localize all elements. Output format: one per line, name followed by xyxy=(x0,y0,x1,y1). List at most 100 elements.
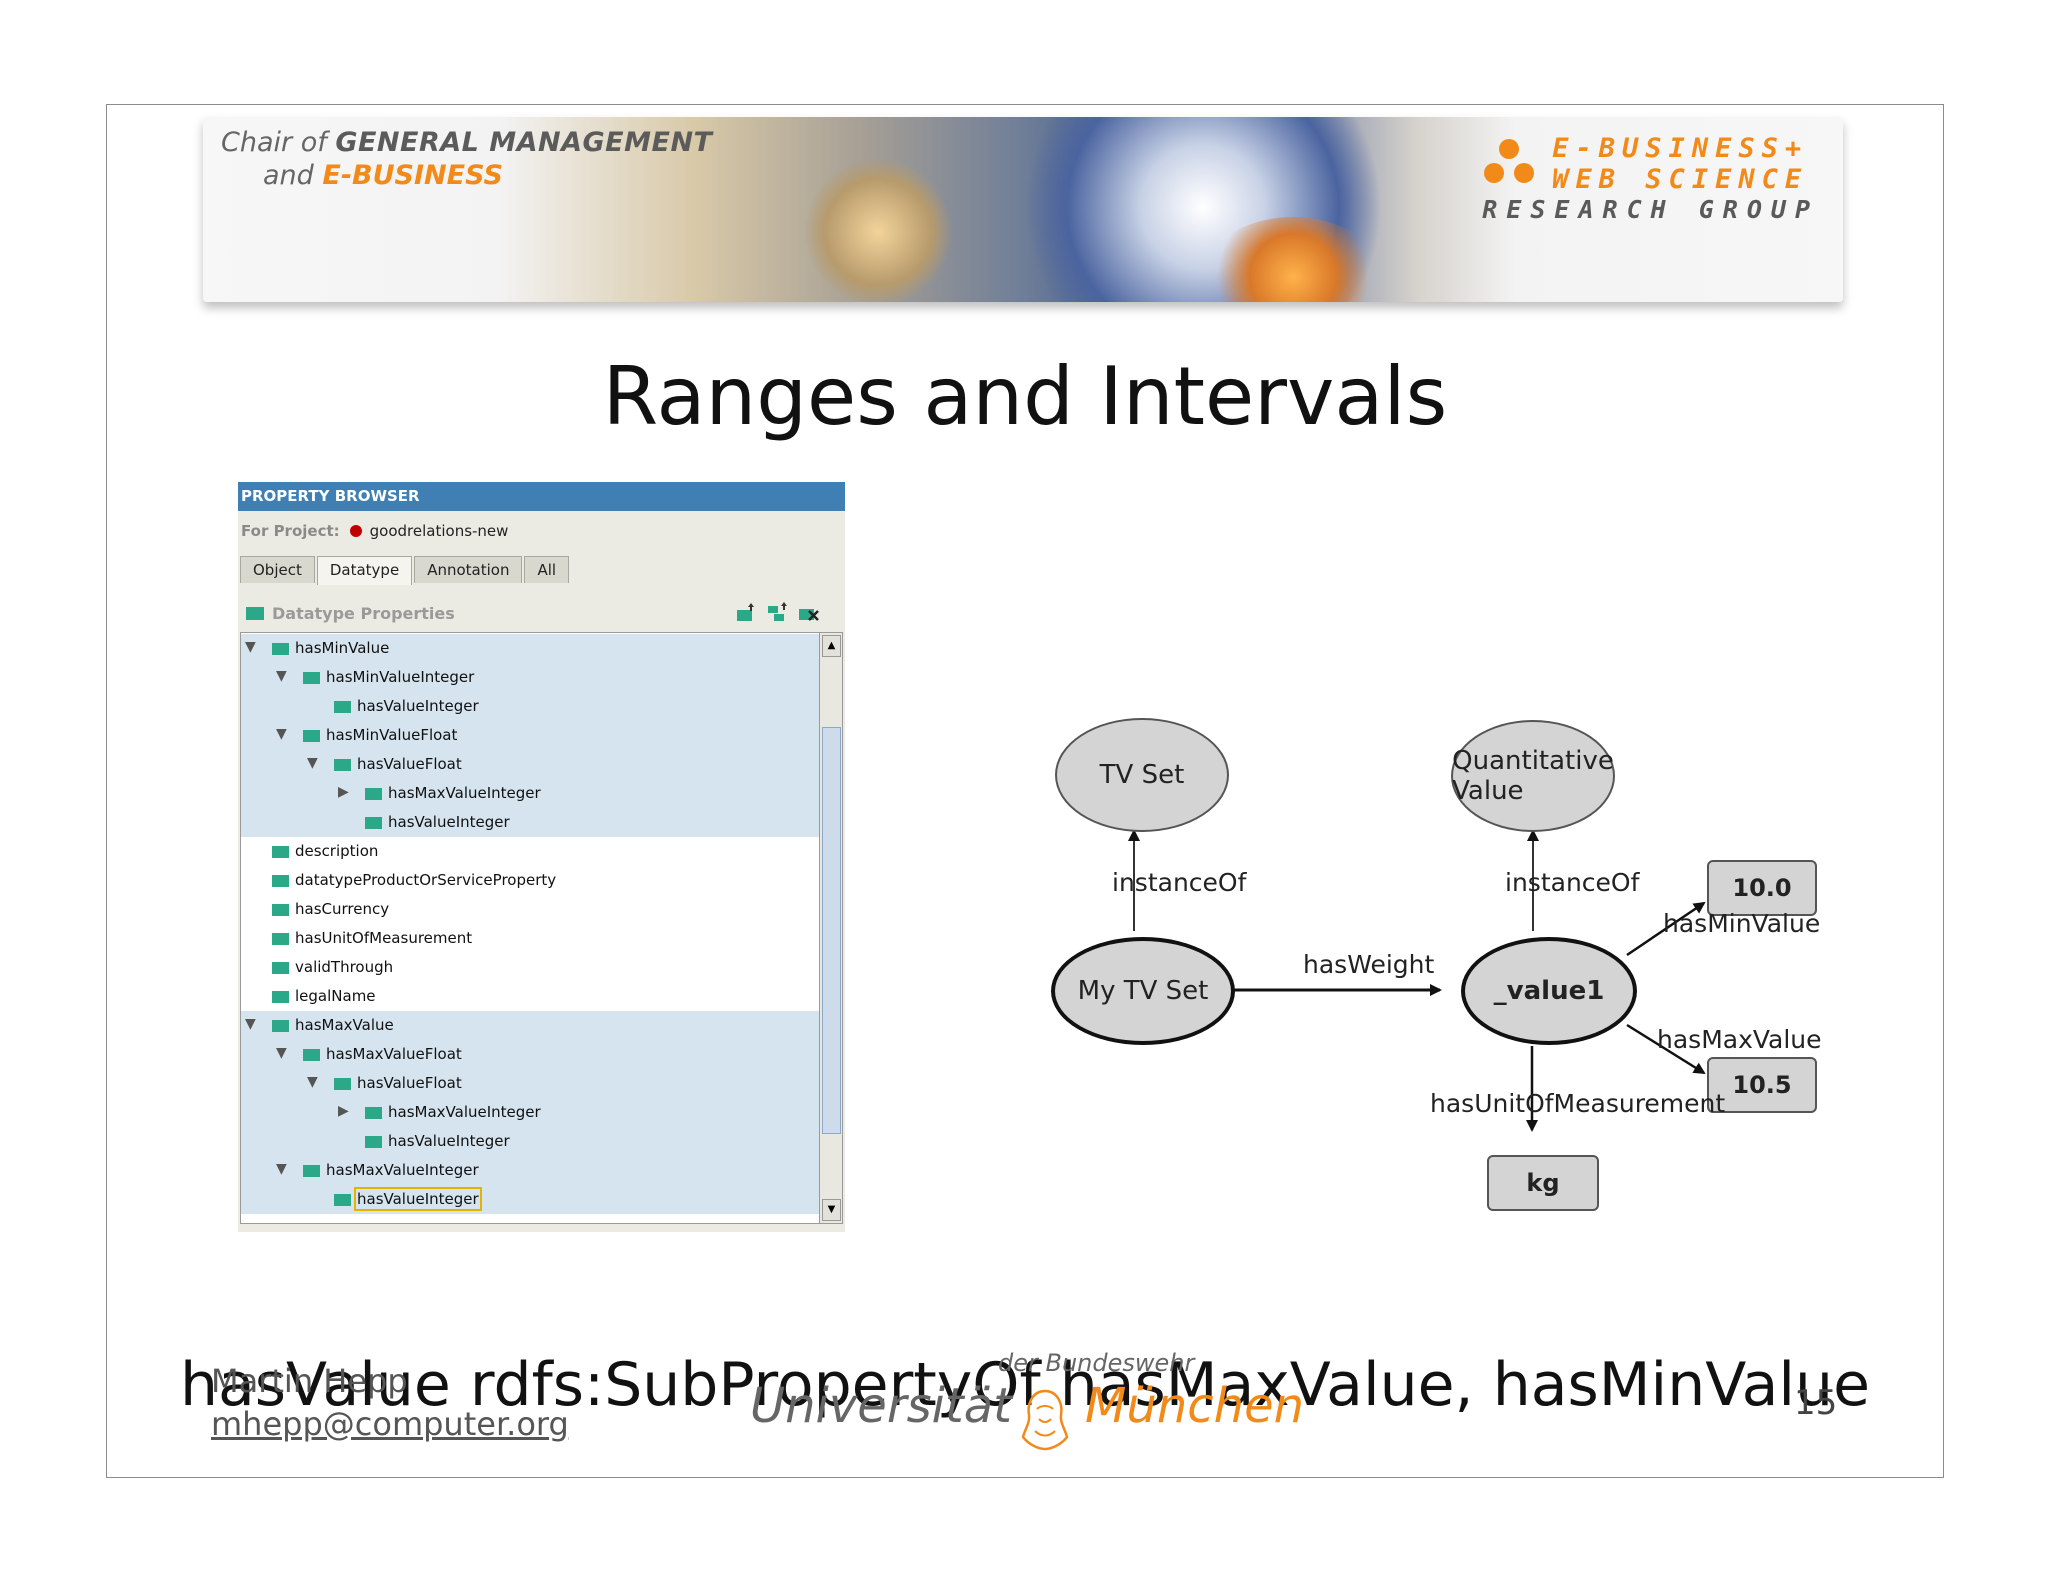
tree-label: hasMinValueFloat xyxy=(326,726,458,744)
node-tv-set[interactable]: TV Set xyxy=(1055,718,1229,832)
create-property-icon[interactable] xyxy=(735,601,759,623)
tree-row[interactable]: hasUnitOfMeasurement xyxy=(241,924,819,953)
tab-datatype[interactable]: Datatype xyxy=(316,556,413,585)
tree-row[interactable]: hasValueInteger xyxy=(241,1127,819,1156)
property-browser: PROPERTY BROWSER For Project:goodrelatio… xyxy=(238,482,845,1232)
tree-label: hasValueInteger xyxy=(388,813,510,831)
scroll-down-icon[interactable]: ▼ xyxy=(822,1199,841,1221)
tree-row[interactable]: ▼ hasMaxValueFloat xyxy=(241,1040,819,1069)
expand-arrow-icon[interactable]: ▼ xyxy=(276,726,287,742)
tree-row[interactable]: legalName xyxy=(241,982,819,1011)
label-hasunit: hasUnitOfMeasurement xyxy=(1430,1089,1726,1118)
label-hasmaxvalue: hasMaxValue xyxy=(1657,1025,1822,1054)
tree-label: datatypeProductOrServiceProperty xyxy=(295,871,557,889)
property-icon xyxy=(272,643,289,655)
tab-annotation[interactable]: Annotation xyxy=(414,556,523,583)
expand-arrow-icon[interactable]: ▼ xyxy=(307,1074,318,1090)
datatype-properties-section: Datatype Properties xyxy=(238,599,845,629)
node-quantitative-value[interactable]: Quantitative Value xyxy=(1451,720,1615,832)
tree-row[interactable]: description xyxy=(241,837,819,866)
node-my-tv-set[interactable]: My TV Set xyxy=(1051,937,1235,1045)
property-icon xyxy=(272,991,289,1003)
tree-label: hasValueFloat xyxy=(357,755,462,773)
tree-row[interactable]: hasCurrency xyxy=(241,895,819,924)
tree-row[interactable]: ▼ hasMaxValueInteger xyxy=(241,1156,819,1185)
project-line: For Project:goodrelations-new xyxy=(238,511,845,551)
literal-unit[interactable]: kg xyxy=(1487,1155,1599,1211)
project-dot-icon xyxy=(349,525,362,537)
delete-property-icon[interactable] xyxy=(797,601,821,623)
tree-row[interactable]: ▼hasMaxValue xyxy=(241,1011,819,1040)
tree-scrollbar[interactable]: ▲ ▼ xyxy=(819,632,843,1224)
expand-arrow-icon[interactable]: ▼ xyxy=(245,639,256,655)
section-title: Datatype Properties xyxy=(272,604,455,623)
tree-row[interactable]: ▼hasValueFloat xyxy=(241,1069,819,1098)
property-icon xyxy=(272,846,289,858)
tree-label: hasCurrency xyxy=(295,900,390,918)
property-icon xyxy=(334,759,351,771)
node-value1[interactable]: _value1 xyxy=(1461,937,1637,1045)
collapse-arrow-icon[interactable]: ▶ xyxy=(338,784,349,800)
expand-arrow-icon[interactable]: ▼ xyxy=(276,668,287,684)
expand-arrow-icon[interactable]: ▼ xyxy=(276,1161,287,1177)
property-icon xyxy=(365,817,382,829)
project-name: goodrelations-new xyxy=(369,522,509,540)
property-icon xyxy=(303,730,320,742)
page-number: 15 xyxy=(1794,1383,1838,1423)
tree-label: hasUnitOfMeasurement xyxy=(295,929,473,947)
tree-label: hasMaxValueInteger xyxy=(326,1161,479,1179)
edge-hasmaxvalue xyxy=(1626,1023,1706,1075)
property-icon xyxy=(272,904,289,916)
property-icon xyxy=(334,1078,351,1090)
tree-label: hasMinValue xyxy=(295,639,390,657)
university-seal-icon xyxy=(1021,1389,1069,1451)
slide-frame: Chair of GENERAL MANAGEMENT and E-BUSINE… xyxy=(106,104,1944,1478)
tree-label: hasMaxValueFloat xyxy=(326,1045,462,1063)
tree-label: hasMaxValueInteger xyxy=(388,784,541,802)
tab-all[interactable]: All xyxy=(524,556,570,583)
property-icon xyxy=(365,1136,382,1148)
tree-row[interactable]: ▼ hasMinValueInteger xyxy=(241,663,819,692)
tree-row[interactable]: datatypeProductOrServiceProperty xyxy=(241,866,819,895)
tree-label: description xyxy=(295,842,379,860)
property-icon xyxy=(334,1194,351,1206)
tree-row[interactable]: ▶ hasMaxValueInteger xyxy=(241,779,819,808)
property-icon xyxy=(334,701,351,713)
create-subproperty-icon[interactable] xyxy=(766,601,790,623)
property-icon xyxy=(365,788,382,800)
expand-arrow-icon[interactable]: ▼ xyxy=(245,1016,256,1032)
collapse-arrow-icon[interactable]: ▶ xyxy=(338,1103,349,1119)
tree-row[interactable]: hasValueInteger xyxy=(241,692,819,721)
edge-hasminvalue xyxy=(1626,901,1706,957)
header-banner: Chair of GENERAL MANAGEMENT and E-BUSINE… xyxy=(203,117,1843,302)
tree-label: hasMinValueInteger xyxy=(326,668,475,686)
property-icon xyxy=(365,1107,382,1119)
label-hasminvalue: hasMinValue xyxy=(1663,909,1821,938)
tree-row[interactable]: ▼ hasValueFloat xyxy=(241,750,819,779)
tree-row[interactable]: ▼ hasMinValueFloat xyxy=(241,721,819,750)
label-instanceof-1: instanceOf xyxy=(1112,868,1247,897)
university-word: Universität xyxy=(750,1378,1012,1434)
research-group-logo: E-BUSINESS+ WEB SCIENCE RESEARCH GROUP xyxy=(1482,133,1819,224)
label-hasweight: hasWeight xyxy=(1303,950,1435,979)
tree-row[interactable]: hasValueInteger xyxy=(241,808,819,837)
tree-row[interactable]: validThrough xyxy=(241,953,819,982)
property-tree: ▼ hasMinValue ▼ hasMinValueInteger hasValu… xyxy=(240,632,820,1224)
literal-max-value[interactable]: 10.5 xyxy=(1707,1057,1817,1113)
literal-min-value[interactable]: 10.0 xyxy=(1707,860,1817,916)
tree-label: legalName xyxy=(295,987,376,1005)
expand-arrow-icon[interactable]: ▼ xyxy=(307,755,318,771)
scroll-thumb[interactable] xyxy=(822,727,841,1134)
tree-row-selected[interactable]: hasValueInteger xyxy=(241,1185,819,1214)
tab-bar: Object Datatype Annotation All xyxy=(240,556,571,585)
tree-row[interactable]: ▶hasMaxValueInteger xyxy=(241,1098,819,1127)
tree-row[interactable]: ▼ hasMinValue xyxy=(241,634,819,663)
banner-orb xyxy=(803,157,953,302)
scroll-up-icon[interactable]: ▲ xyxy=(822,635,841,657)
expand-arrow-icon[interactable]: ▼ xyxy=(276,1045,287,1061)
tab-object[interactable]: Object xyxy=(240,556,315,583)
property-browser-header: PROPERTY BROWSER xyxy=(238,482,845,511)
property-icon xyxy=(272,1020,289,1032)
author-email-link[interactable]: mhepp@computer.org xyxy=(211,1405,569,1443)
diagram-edges xyxy=(1128,829,1706,1132)
